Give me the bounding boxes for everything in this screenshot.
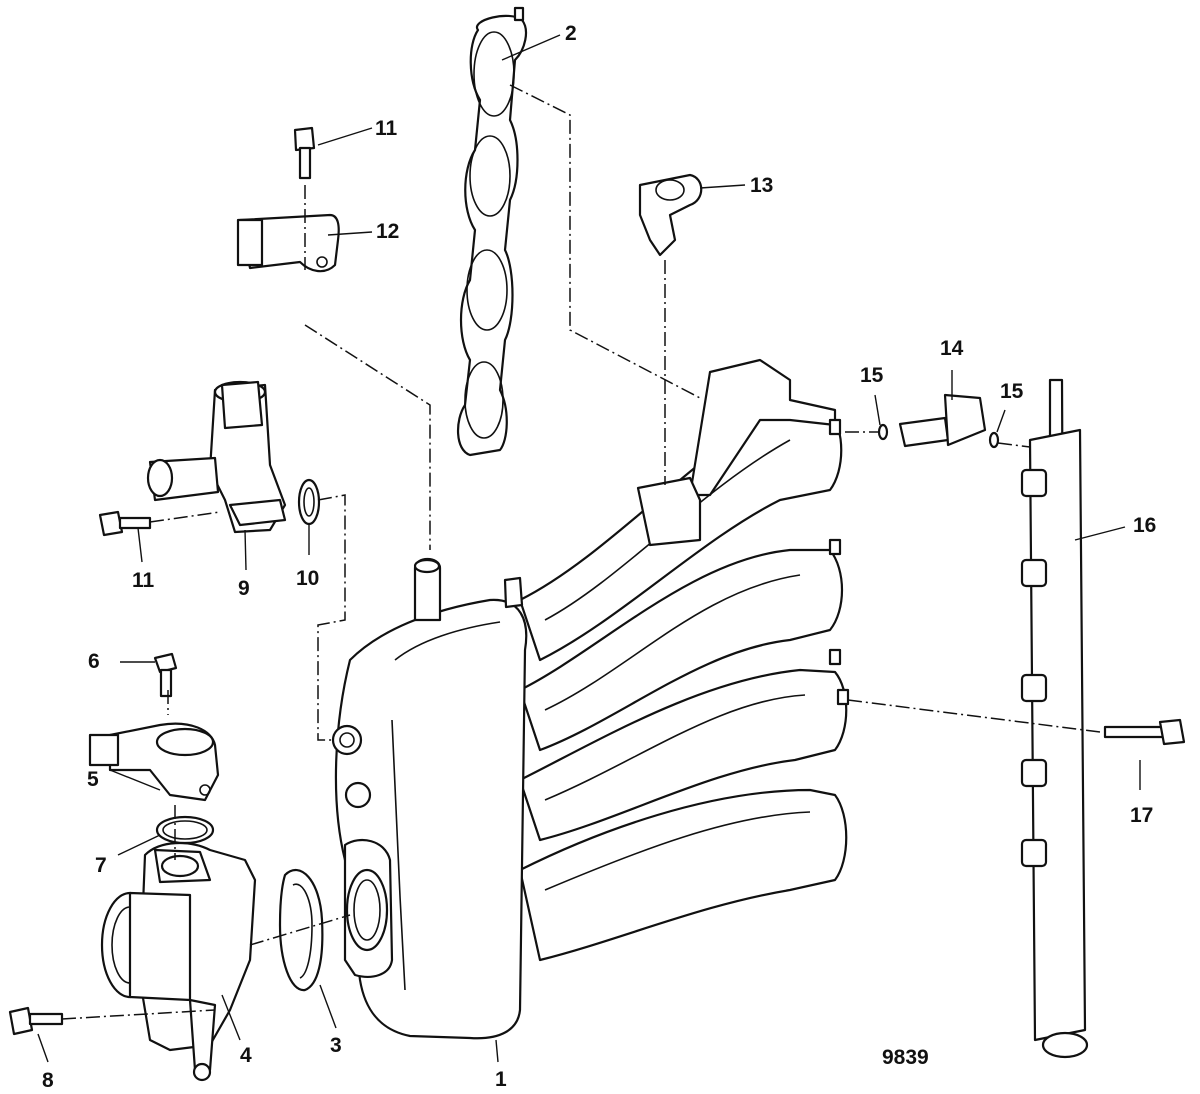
- callout-leaders: [37, 34, 1141, 1063]
- hose-clip: [638, 173, 703, 257]
- callout-15-right: 15: [1000, 380, 1024, 403]
- intake-manifold: [331, 358, 850, 1040]
- throttle-body: [100, 841, 257, 1082]
- iac-gasket: [297, 478, 321, 526]
- callout-10: 10: [296, 567, 319, 590]
- callout-2: 2: [565, 22, 577, 45]
- callout-1: 1: [495, 1068, 507, 1091]
- screw-11-lower: [98, 510, 152, 537]
- manifold-gasket: [457, 6, 528, 457]
- map-sensor: [236, 213, 340, 273]
- callout-9: 9: [238, 577, 250, 600]
- callout-7: 7: [95, 854, 107, 877]
- idle-air-control-valve: [146, 380, 287, 534]
- o-ring-15-right: [988, 431, 1000, 449]
- callout-14: 14: [940, 337, 964, 360]
- callout-17: 17: [1130, 804, 1153, 827]
- callout-16: 16: [1133, 514, 1156, 537]
- callout-11-lower: 11: [132, 569, 155, 592]
- o-ring: [155, 815, 215, 845]
- assembly-centerlines: [61, 84, 1101, 1020]
- callout-labels: 1 2 3 4 5 6 7 8 9 10 11 11 12 13 14 15 1…: [42, 22, 1156, 1092]
- callout-6: 6: [88, 650, 100, 673]
- throttle-position-sensor: [88, 722, 220, 802]
- fuel-rail: [1020, 378, 1089, 1059]
- temperature-sensor: [898, 393, 987, 448]
- callout-3: 3: [330, 1034, 342, 1057]
- callout-11-upper: 11: [375, 117, 398, 140]
- callout-13: 13: [750, 174, 773, 197]
- figure-number: 9839: [882, 1046, 929, 1069]
- callout-12: 12: [376, 220, 399, 243]
- callout-5: 5: [87, 768, 99, 791]
- callout-4: 4: [240, 1044, 252, 1067]
- screw-8: [8, 1006, 64, 1036]
- callout-15-left: 15: [860, 364, 884, 387]
- screw-6: [153, 652, 178, 698]
- screw-17: [1103, 718, 1186, 746]
- o-ring-15-left: [877, 423, 889, 441]
- screw-11-upper: [293, 126, 316, 180]
- callout-8: 8: [42, 1069, 54, 1092]
